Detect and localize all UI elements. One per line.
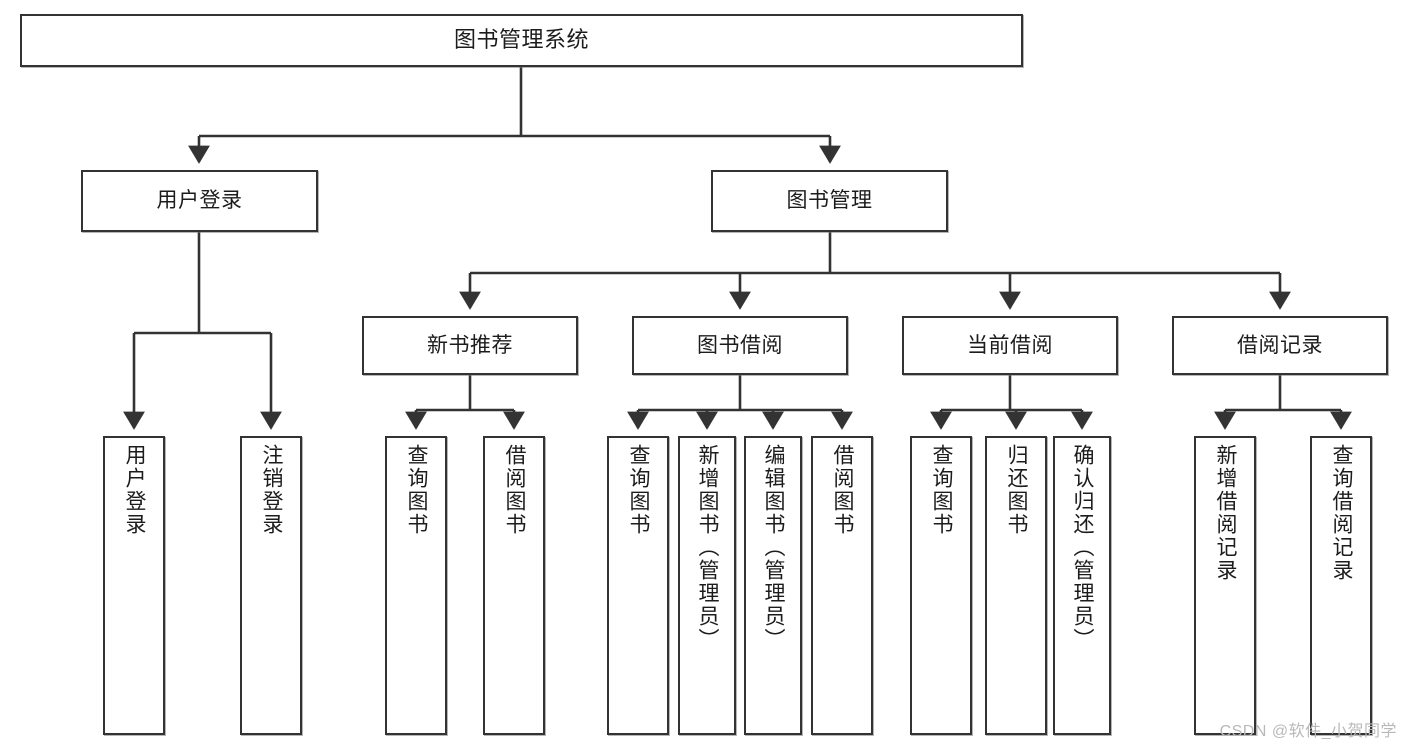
leaf-query-book-3-label: 查询图书	[930, 444, 954, 536]
leaf-return-book-label: 归还图书	[1005, 444, 1029, 536]
leaf-borrow-book-1[interactable]: 借阅图书	[483, 436, 545, 735]
node-root[interactable]: 图书管理系统	[20, 14, 1023, 67]
leaf-query-book-1[interactable]: 查询图书	[385, 436, 447, 735]
leaf-edit-book[interactable]: 编辑图书（管理员）	[744, 436, 802, 735]
leaf-query-book-3[interactable]: 查询图书	[910, 436, 972, 735]
node-root-label: 图书管理系统	[453, 27, 589, 53]
node-current-borrow[interactable]: 当前借阅	[902, 316, 1118, 375]
leaf-confirm-return[interactable]: 确认归还（管理员）	[1053, 436, 1111, 735]
leaf-borrow-book-2[interactable]: 借阅图书	[811, 436, 873, 735]
node-borrow-record-label: 借阅记录	[1237, 333, 1323, 357]
leaf-edit-book-label: 编辑图书（管理员）	[762, 444, 786, 651]
leaf-query-book-2[interactable]: 查询图书	[607, 436, 669, 735]
leaf-return-book[interactable]: 归还图书	[985, 436, 1047, 735]
node-book-manage-label: 图书管理	[786, 189, 873, 213]
leaf-logout[interactable]: 注销登录	[240, 436, 302, 735]
leaf-query-book-2-label: 查询图书	[627, 444, 651, 536]
leaf-add-book[interactable]: 新增图书（管理员）	[678, 436, 736, 735]
leaf-user-login[interactable]: 用户登录	[103, 436, 165, 735]
leaf-user-login-label: 用户登录	[123, 444, 147, 536]
node-book-borrow[interactable]: 图书借阅	[632, 316, 848, 375]
node-book-borrow-label: 图书借阅	[697, 333, 783, 357]
node-book-manage[interactable]: 图书管理	[711, 170, 948, 232]
node-new-book-recommend[interactable]: 新书推荐	[362, 316, 578, 375]
csdn-watermark: CSDN @软件_小贺同学	[1219, 723, 1397, 740]
leaf-logout-label: 注销登录	[260, 444, 284, 536]
leaf-confirm-return-label: 确认归还（管理员）	[1071, 444, 1095, 651]
leaf-add-book-label: 新增图书（管理员）	[696, 444, 720, 651]
leaf-query-record[interactable]: 查询借阅记录	[1310, 436, 1372, 735]
node-borrow-record[interactable]: 借阅记录	[1172, 316, 1388, 375]
leaf-add-record[interactable]: 新增借阅记录	[1194, 436, 1256, 735]
node-user-login-label: 用户登录	[156, 189, 243, 213]
node-user-login[interactable]: 用户登录	[81, 170, 318, 232]
leaf-add-record-label: 新增借阅记录	[1214, 444, 1238, 582]
leaf-query-book-1-label: 查询图书	[405, 444, 429, 536]
leaf-borrow-book-1-label: 借阅图书	[503, 444, 527, 536]
leaf-query-record-label: 查询借阅记录	[1330, 444, 1354, 582]
leaf-borrow-book-2-label: 借阅图书	[831, 444, 855, 536]
node-new-book-recommend-label: 新书推荐	[427, 333, 513, 357]
node-current-borrow-label: 当前借阅	[967, 333, 1053, 357]
